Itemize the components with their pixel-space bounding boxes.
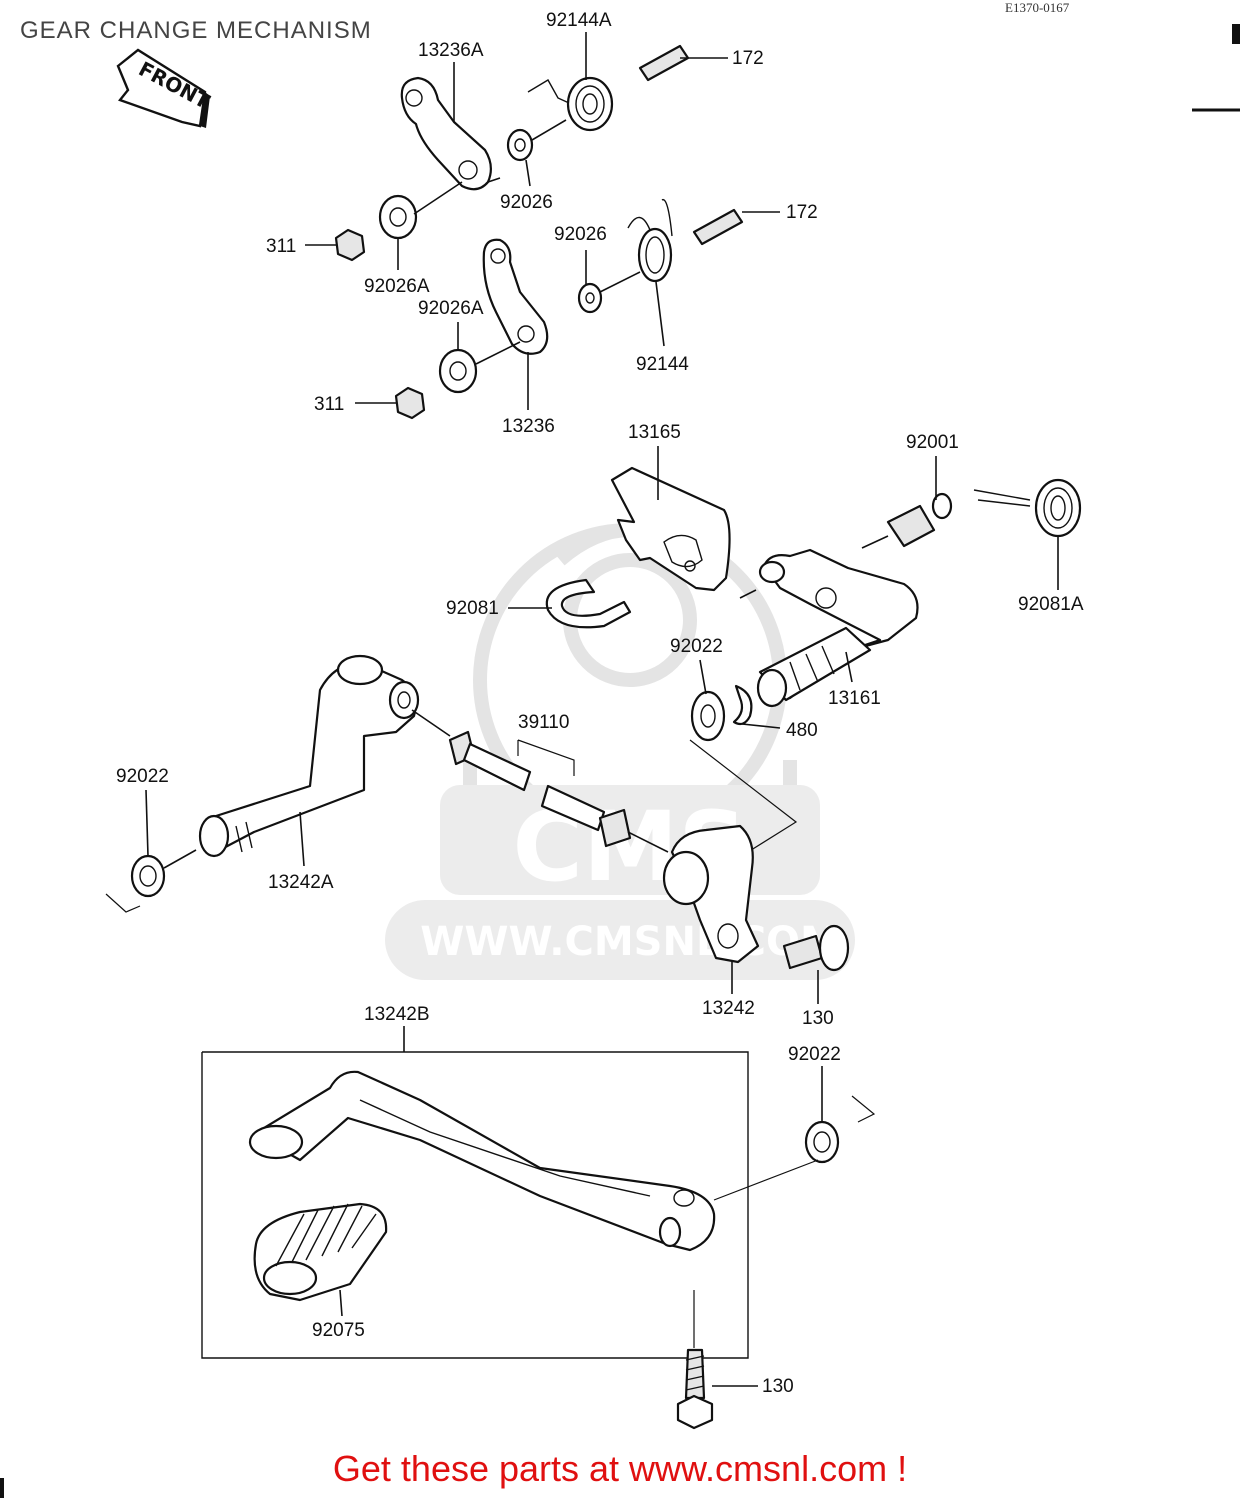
callout-92026-top: 92026 [500,192,553,213]
part-13242A-shaft [198,654,420,858]
part-130-bolt-bottom [676,1348,714,1430]
part-92022-washer-right [804,1120,840,1164]
callout-92022-left: 92022 [116,766,169,787]
callout-311-top: 311 [266,236,296,257]
callout-172-mid: 172 [786,202,818,223]
part-13242-arm [662,824,760,964]
part-172-pin-mid [692,208,744,246]
callout-13242A: 13242A [268,872,334,893]
callout-92026-mid: 92026 [554,224,607,245]
part-92026-washer-mid [577,282,603,314]
part-13161-shaft [756,548,919,708]
part-92144-spring [627,198,673,283]
part-13165-plate [610,466,731,592]
part-92026-washer-top [506,128,534,162]
part-92022-washer-left [130,854,166,898]
dashline-shaft-to-arm [689,739,798,853]
part-13242B-pedal [248,1070,716,1252]
callout-92075: 92075 [312,1320,365,1341]
part-311-nut-top [334,228,366,262]
callout-13242B: 13242B [364,1004,430,1025]
callout-480: 480 [786,720,818,741]
watermark-logo: CMS WWW.CMSNL.COM [385,523,855,980]
callouts: 13236A 92144A 172 92026 311 92026A 172 9… [116,10,1084,1397]
part-172-pin-top [638,44,690,82]
dashline-left-shaft [105,893,141,913]
part-92026A-collar-mid [438,348,478,394]
callout-92144: 92144 [636,354,689,375]
part-13236A-arm [400,76,492,191]
callout-92081A: 92081A [1018,594,1084,615]
callout-92144A: 92144A [546,10,612,31]
part-92022-washer-mid [690,690,726,742]
part-92081-clip [545,578,632,629]
callout-13236A: 13236A [418,40,484,61]
callout-13236: 13236 [502,416,555,437]
page-corner-mark [0,1478,4,1498]
callout-13165: 13165 [628,422,681,443]
part-92144A-spring [527,76,614,132]
part-92081A-spring [973,478,1082,538]
part-480-circlip [732,684,753,726]
part-13236-arm [482,238,549,355]
callout-130-bottom: 130 [762,1376,794,1397]
callout-92081: 92081 [446,598,499,619]
pedal-box-frame [201,1051,749,1359]
callout-311-mid: 311 [314,394,344,415]
drawing-code: E1370-0167 [1005,0,1070,15]
part-39110-rod [448,730,632,848]
callout-92001: 92001 [906,432,959,453]
callout-172-top: 172 [732,48,764,69]
dashline-right-pedal [713,1095,876,1201]
page-edge-mark [1232,24,1240,44]
callout-13161: 13161 [828,688,881,709]
callout-13242: 13242 [702,998,755,1019]
leader-lines [145,32,1059,1387]
part-130-bolt-mid [782,924,850,972]
callout-92026A-mid: 92026A [418,298,484,319]
bracket-39110 [517,739,575,776]
part-92026A-collar-top [378,194,418,240]
callout-92022-right: 92022 [788,1044,841,1065]
callout-130-mid: 130 [802,1008,834,1029]
call-to-action-link[interactable]: Get these parts at www.cmsnl.com ! [332,1448,908,1489]
front-arrow-icon: FRONT [116,48,214,128]
callout-39110: 39110 [518,712,569,733]
callout-92026A-top: 92026A [364,276,430,297]
page-title: GEAR CHANGE MECHANISM [20,17,372,44]
watermark-url: WWW.CMSNL.COM [420,919,840,965]
part-92001-pin [886,492,953,548]
part-311-nut-mid [394,386,426,420]
callout-92022-mid: 92022 [670,636,723,657]
part-92075-pedal-rubber [253,1202,388,1302]
